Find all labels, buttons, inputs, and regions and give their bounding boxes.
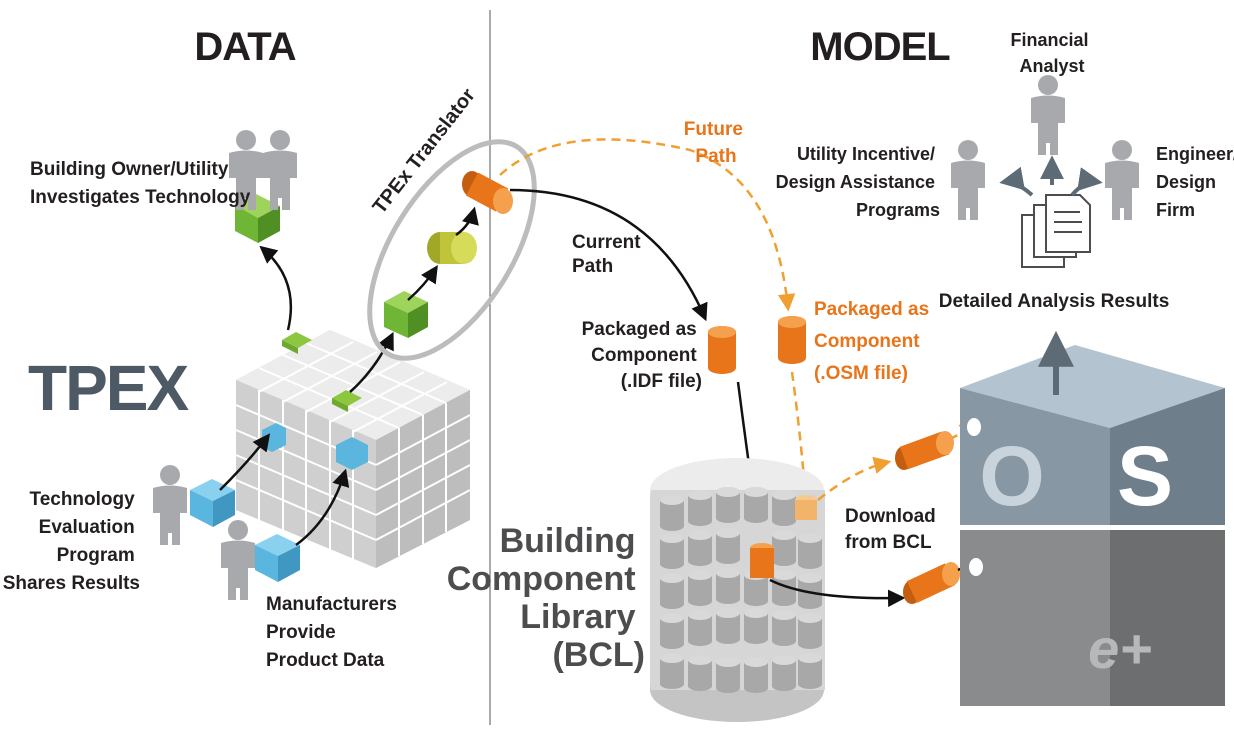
- openstudio-block: O S: [960, 345, 1225, 525]
- model-section-title: MODEL: [810, 25, 950, 69]
- evaluation-label: Technology Evaluation Program Shares Res…: [3, 489, 140, 594]
- osm-download-cylinder: [895, 431, 954, 470]
- tpex-logo-text: TPEX: [28, 352, 189, 424]
- tpex-logo: TPEX: [28, 352, 191, 424]
- utility-program-label: Utility Incentive/ Design Assistance Pro…: [776, 144, 940, 220]
- results-label: Detailed Analysis Results: [939, 291, 1170, 312]
- manufacturers-label: Manufacturers Provide Product Data: [266, 594, 402, 671]
- idf-component-label: Packaged as Component (.IDF file): [582, 319, 702, 392]
- translator-outline: [367, 139, 537, 361]
- financial-analyst-label: Financial Analyst: [1010, 30, 1093, 76]
- blue-cube-evaluation: [190, 479, 235, 527]
- arrow-from-evaluation: [219, 433, 271, 491]
- arrow-translator-1: [407, 265, 438, 301]
- osm-component-cylinder: [778, 316, 806, 364]
- arrow-to-owner: [259, 245, 293, 331]
- future-path-arrow: [499, 138, 796, 312]
- energyplus-block: e+: [960, 530, 1225, 706]
- blue-cube-manufacturers: [255, 534, 300, 582]
- idf-component-cylinder: [708, 326, 736, 374]
- idf-download-cylinder: [903, 562, 960, 604]
- translator-green-cube: [384, 291, 428, 338]
- arrow-bcl-future-download: [817, 456, 892, 501]
- arrow-from-manufacturers: [295, 468, 350, 547]
- osm-component-label: Packaged as Component (.OSM file): [814, 299, 934, 384]
- openstudio-letter-s: S: [1117, 429, 1173, 523]
- data-section-title: DATA: [194, 25, 295, 69]
- utility-person-icon: [263, 130, 297, 210]
- translator-orange-cylinder: [462, 171, 513, 214]
- green-data-cube: [235, 194, 280, 243]
- owner-label: Building Owner/Utility Investigates Tech…: [30, 159, 251, 208]
- utility-program-person-icon: [951, 140, 985, 220]
- arrow-to-translator: [349, 331, 394, 393]
- bcl-library-cylinder: [650, 458, 825, 722]
- arrow-to-engineer: [1070, 167, 1103, 197]
- openstudio-letter-o: O: [979, 429, 1044, 523]
- future-path-label: Future Path: [684, 119, 748, 167]
- arrow-bcl-current-download: [769, 578, 906, 608]
- manufacturer-person-icon: [221, 520, 255, 600]
- download-label: Download from BCL: [845, 506, 941, 553]
- data-cube: [235, 330, 471, 568]
- current-path-label: Current Path: [572, 232, 646, 277]
- evaluation-person-icon: [153, 465, 187, 545]
- translator-olive-cylinder: [427, 232, 477, 264]
- engineer-person-icon: [1105, 140, 1139, 220]
- engineer-label: Engineer/ Design Firm: [1156, 144, 1234, 220]
- arrow-translator-2: [455, 206, 479, 237]
- energyplus-logo: e+: [1088, 617, 1152, 680]
- arrow-to-utility: [999, 166, 1034, 197]
- financial-analyst-person-icon: [1031, 75, 1065, 155]
- bcl-library-label: Building Component Library (BCL): [447, 522, 645, 674]
- current-path-arrow: [509, 188, 708, 322]
- document-stack-icon: [1021, 194, 1091, 268]
